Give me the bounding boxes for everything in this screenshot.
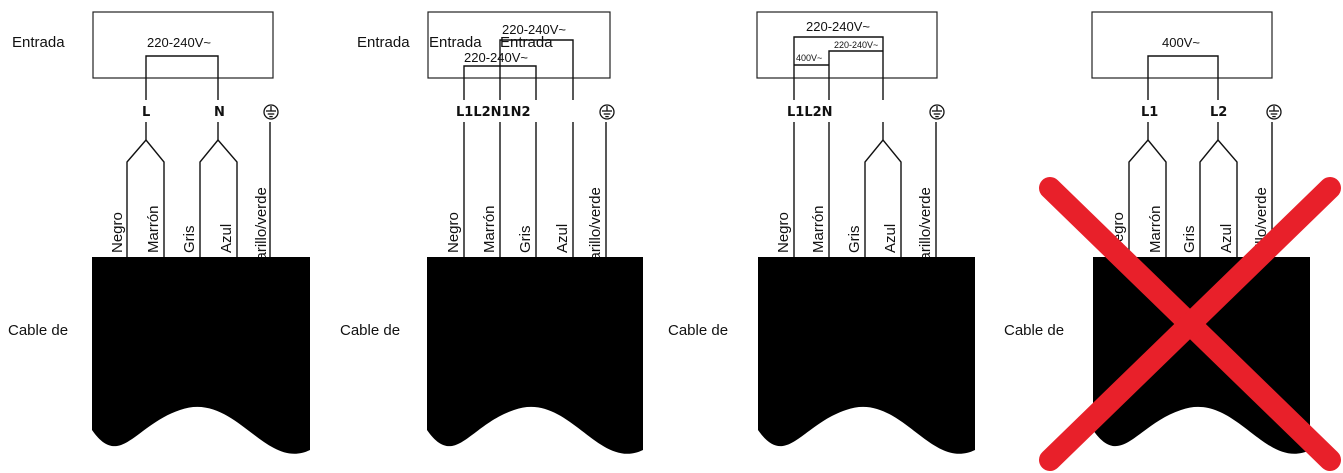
internal-wire — [1147, 55, 1219, 100]
voltage-label-inner: 220-240V~ — [464, 50, 528, 65]
cable-label: Cable de — [668, 322, 728, 339]
diagram-2: Entrada Entrada Entrada 220-240V~ 220-24… — [340, 11, 643, 454]
diagram-3: 220-240V~ 400V~ 220-240V~ L1L2N Negro Ma… — [668, 11, 975, 454]
voltage-label-top: 220-240V~ — [806, 19, 870, 34]
voltage-label-outer: 220-240V~ — [502, 22, 566, 37]
wire-label-marron: Marrón — [145, 205, 162, 253]
ground-symbol-icon — [1266, 104, 1282, 120]
power-input-box — [427, 11, 611, 79]
cable-body — [1093, 257, 1310, 454]
wire-label-marron: Marrón — [1147, 205, 1164, 253]
wire-label-gris: Gris — [181, 226, 198, 254]
prohibited-cross-icon — [1039, 177, 1341, 471]
cable-body — [758, 257, 975, 454]
internal-wire-inner — [463, 65, 537, 100]
power-input-box — [1091, 11, 1273, 79]
entrada-label: Entrada — [12, 34, 65, 51]
voltage-label: 400V~ — [1162, 35, 1200, 50]
voltage-label-400: 400V~ — [796, 53, 822, 63]
cable-label: Cable de — [8, 322, 68, 339]
terminal-l1: L1 — [1141, 105, 1158, 120]
entrada-label: Entrada — [500, 34, 553, 51]
ground-symbol-icon — [929, 104, 945, 120]
wire-label-marron: Marrón — [481, 205, 498, 253]
cable-body — [427, 257, 643, 454]
wire-label-azul: Azul — [1218, 224, 1235, 253]
wire-label-azul: Azul — [554, 224, 571, 253]
diagram-4: 400V~ L1 L2 Negro Marrón Gris Azul Amari… — [1004, 11, 1341, 471]
diagram-1: Entrada 220-240V~ L N Negro Marrón Gris … — [8, 11, 310, 454]
power-input-box — [756, 11, 938, 79]
voltage-label-inner: 220-240V~ — [834, 40, 878, 50]
terminal-l2: L2 — [1210, 105, 1227, 120]
terminals-l1l2n: L1L2N — [787, 105, 833, 120]
wire-label-gris: Gris — [517, 226, 534, 254]
terminals-l1l2n1n2: L1L2N1N2 — [456, 105, 531, 120]
power-input-box — [92, 11, 274, 79]
cable-label: Cable de — [1004, 322, 1064, 339]
wire-label-negro: Negro — [775, 212, 792, 253]
terminal-l: L — [142, 105, 150, 120]
wire-label-azul: Azul — [882, 224, 899, 253]
entrada-label: Entrada — [429, 34, 482, 51]
entrada-label: Entrada — [357, 34, 410, 51]
internal-wire-outer — [499, 39, 574, 100]
wire-label-gris: Gris — [846, 226, 863, 254]
wire-label-negro: Negro — [109, 212, 126, 253]
wire-label-negro: Negro — [445, 212, 462, 253]
ground-symbol-icon — [599, 104, 615, 120]
ground-symbol-icon — [263, 104, 279, 120]
wire-label-marron: Marrón — [810, 205, 827, 253]
wire-label-gris: Gris — [1181, 226, 1198, 254]
internal-wire — [145, 55, 219, 100]
cable-body — [92, 257, 310, 454]
cable-label: Cable de — [340, 322, 400, 339]
internal-wire-inner — [828, 50, 883, 100]
voltage-label: 220-240V~ — [147, 35, 211, 50]
internal-wire-outer — [793, 36, 884, 100]
terminal-n: N — [214, 105, 225, 120]
wire-label-azul: Azul — [218, 224, 235, 253]
